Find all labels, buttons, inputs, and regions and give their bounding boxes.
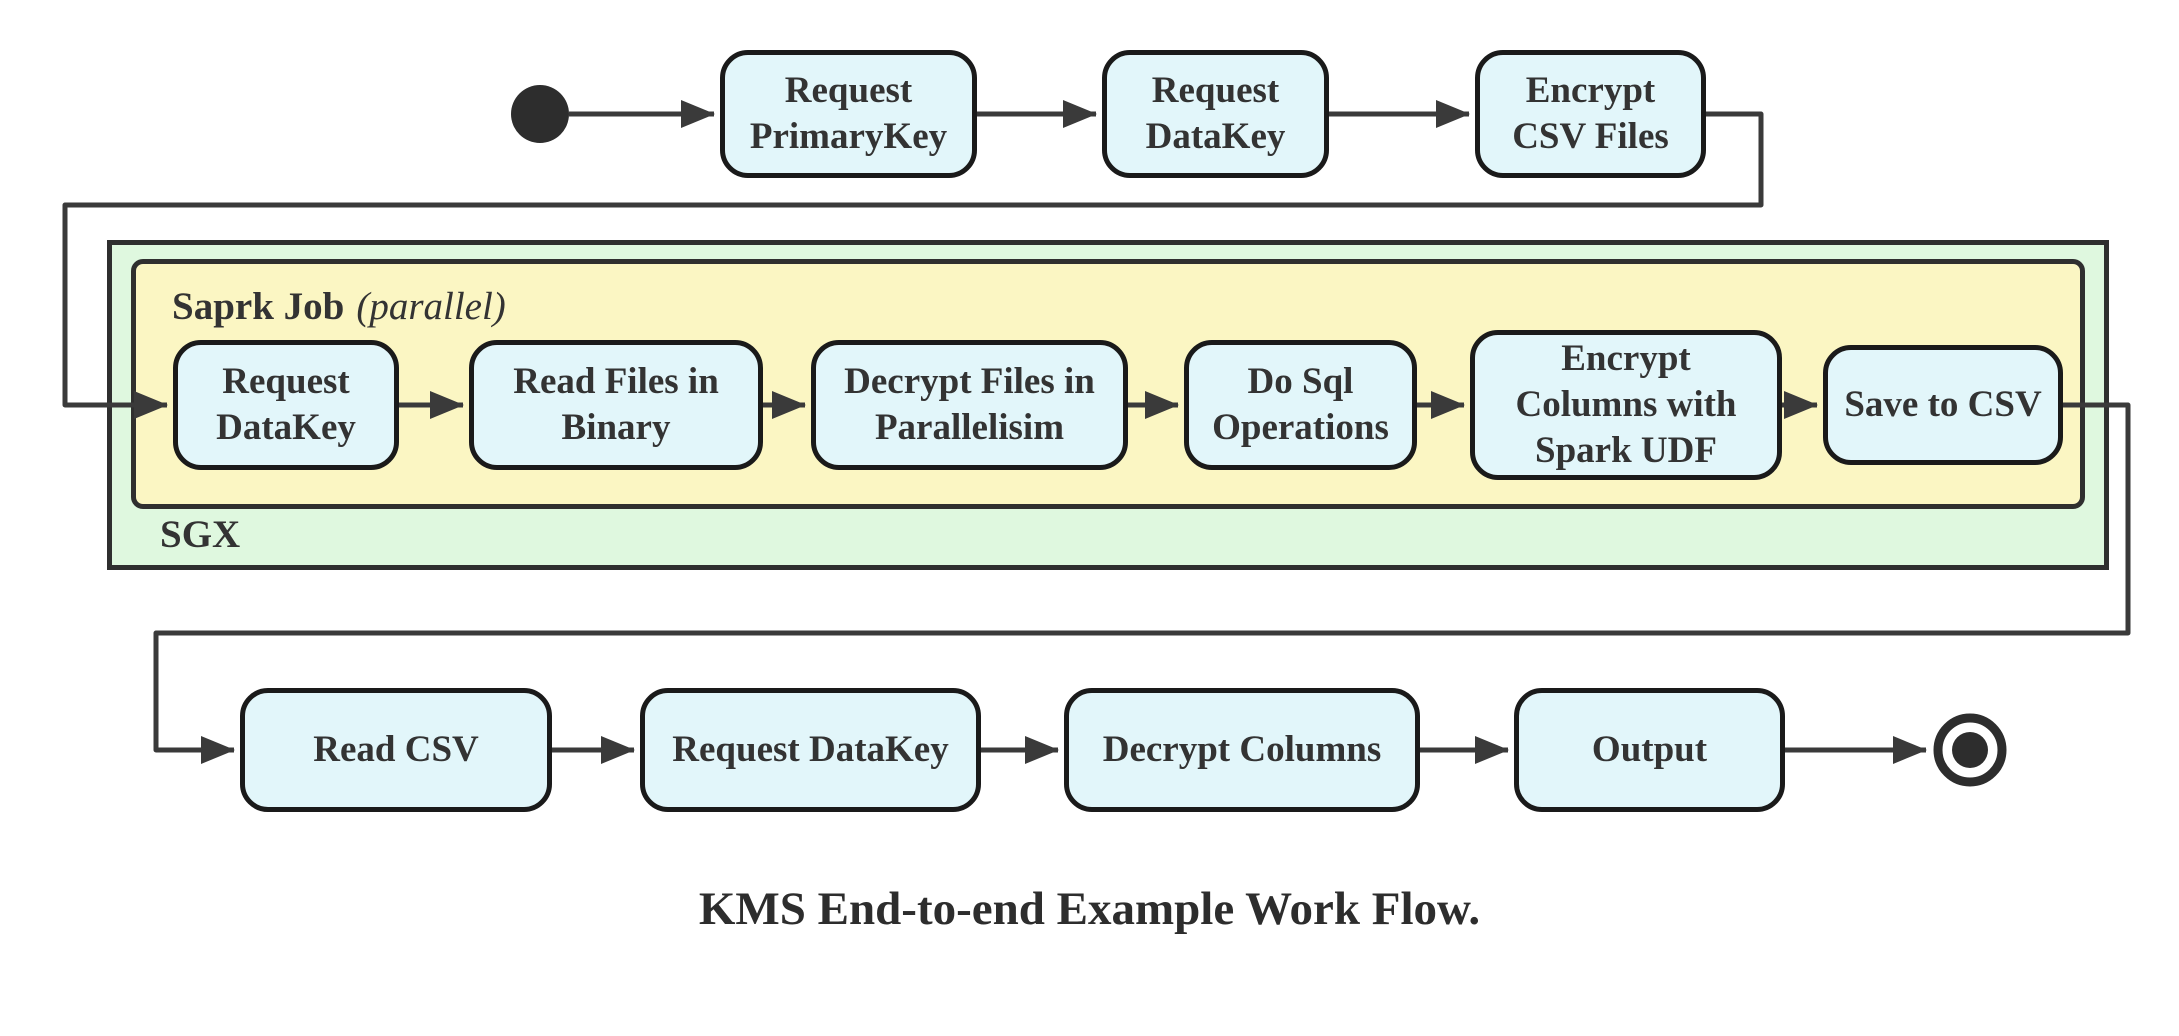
spark-job-group-title: Saprk Job (parallel) <box>172 284 506 329</box>
spark-job-title-note: (parallel) <box>356 285 506 328</box>
node-request-datakey-sgx: Request DataKey <box>173 340 399 470</box>
node-decrypt-columns: Decrypt Columns <box>1064 688 1420 812</box>
node-request-primarykey: Request PrimaryKey <box>720 50 977 178</box>
node-output: Output <box>1514 688 1785 812</box>
node-encrypt-csv-files: Encrypt CSV Files <box>1475 50 1706 178</box>
node-decrypt-files-in-parallelism: Decrypt Files in Parallelisim <box>811 340 1128 470</box>
spark-job-title-text: Saprk Job <box>172 285 345 328</box>
node-request-datakey-top: Request DataKey <box>1102 50 1329 178</box>
final-state-node-outer-icon <box>1933 713 2007 787</box>
initial-state-node-icon <box>511 85 569 143</box>
sgx-group-label: SGX <box>160 513 241 556</box>
node-encrypt-columns-with-spark-udf: Encrypt Columns with Spark UDF <box>1470 330 1782 480</box>
node-read-files-in-binary: Read Files in Binary <box>469 340 763 470</box>
diagram-caption: KMS End-to-end Example Work Flow. <box>698 883 1481 935</box>
node-save-to-csv: Save to CSV <box>1823 345 2063 465</box>
node-read-csv: Read CSV <box>240 688 552 812</box>
final-state-node-inner-icon <box>1952 732 1988 768</box>
node-do-sql-operations: Do Sql Operations <box>1184 340 1417 470</box>
node-request-datakey-bottom: Request DataKey <box>640 688 981 812</box>
